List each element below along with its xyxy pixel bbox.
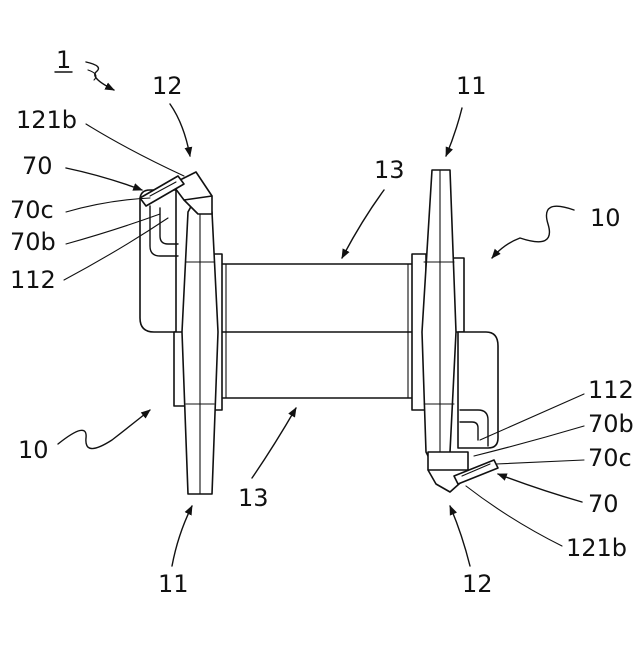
right-clip-12 [428,452,498,492]
label-11-bottom: 11 [158,570,189,598]
label-121b-left: 121b [16,106,77,134]
left-flange-11 [182,190,222,494]
leader-13-bottom [252,408,296,478]
right-bracket-10 [452,258,498,448]
label-70b-left: 70b [10,228,56,256]
label-10-left: 10 [18,436,49,464]
label-121b-right: 121b [566,534,627,562]
label-70c-left: 70c [10,196,54,224]
label-12-top: 12 [152,72,183,100]
label-112-right: 112 [588,376,634,404]
label-70-left: 70 [22,152,53,180]
leader-10-left [58,410,150,449]
leader-13-top [342,190,384,258]
label-13-top: 13 [374,156,405,184]
label-70c-right: 70c [588,444,632,472]
label-11-top: 11 [456,72,487,100]
leader-11-top [446,108,462,156]
leader-121b-right [466,486,562,546]
left-bracket-10 [140,190,186,406]
label-13-bottom: 13 [238,484,269,512]
leader-1 [86,62,114,90]
roller-body-13 [218,264,416,398]
label-12-bottom: 12 [462,570,493,598]
leader-10-right [492,206,574,258]
label-112-left: 112 [10,266,56,294]
label-70b-right: 70b [588,410,634,438]
leader-121b-left [86,124,184,176]
leader-70c-right [496,460,584,464]
leader-12-bottom [450,506,470,566]
leader-70c-left [66,198,150,212]
label-10-right: 10 [590,204,621,232]
right-flange-11 [412,170,456,476]
leader-70-right [498,474,582,502]
leader-11-bottom [172,506,192,566]
label-assembly-1: 1 [56,46,71,74]
label-70-right: 70 [588,490,619,518]
leader-70-left [66,168,142,190]
leader-12-top [170,104,190,156]
